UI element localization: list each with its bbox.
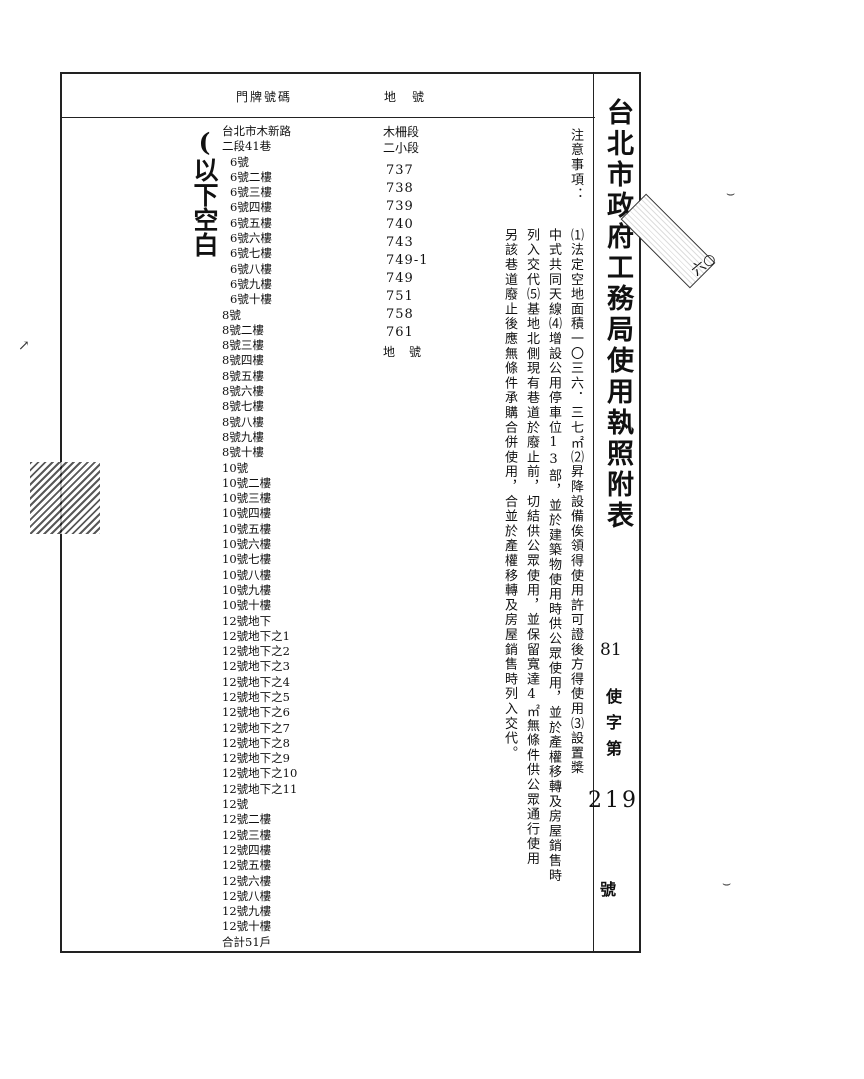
door-number-item: 6號六樓 bbox=[230, 231, 272, 246]
permit-number: 219 bbox=[588, 788, 639, 813]
door-number-item: 8號七樓 bbox=[222, 399, 264, 414]
door-number-item: 12號地下之8 bbox=[222, 735, 290, 750]
door-number-item: 8號四樓 bbox=[222, 353, 264, 368]
door-number-item: 12號地下之3 bbox=[222, 659, 290, 674]
door-number-item: 12號六樓 bbox=[222, 873, 272, 888]
land-number-item: 758 bbox=[386, 307, 414, 322]
door-number-item: 12號十樓 bbox=[222, 919, 272, 934]
door-number-item: 8號五樓 bbox=[222, 368, 264, 383]
land-section-name: 木柵段 bbox=[383, 125, 420, 139]
land-number-item: 737 bbox=[386, 163, 414, 178]
door-number-item: 10號二樓 bbox=[222, 475, 272, 490]
door-number-item: 10號八樓 bbox=[222, 567, 272, 582]
land-number-item: 761 bbox=[386, 325, 414, 340]
door-number-item: 6號七樓 bbox=[230, 246, 272, 261]
door-number-item: 6號四樓 bbox=[230, 200, 272, 215]
door-number-item: 合計51戶 bbox=[222, 934, 272, 949]
land-number-footer: 地號 bbox=[383, 345, 436, 359]
door-number-item: 12號五樓 bbox=[222, 858, 272, 873]
door-number-item: 10號三樓 bbox=[222, 491, 272, 506]
door-number-header: 門牌號碼 bbox=[236, 90, 293, 104]
door-number-item: 12號地下 bbox=[222, 613, 272, 628]
scan-curve-mark: ⌣ bbox=[722, 876, 732, 892]
permit-year: 81 bbox=[600, 640, 622, 660]
notes-block: 注意事項： ⑴法定空地面積一〇三六．三七㎡⑵昇降設備俟領得使用許可證後方得使用⑶… bbox=[500, 128, 590, 943]
door-number-item: 10號九樓 bbox=[222, 582, 272, 597]
door-number-item: 12號地下之11 bbox=[222, 781, 298, 796]
door-number-item: 10號六樓 bbox=[222, 537, 272, 552]
land-section: 木柵段 二小段 bbox=[383, 124, 419, 156]
permit-suffix: 號 bbox=[600, 880, 617, 899]
door-number-item: 6號五樓 bbox=[230, 215, 272, 230]
header-divider bbox=[60, 117, 595, 118]
door-number-item: 12號地下之10 bbox=[222, 766, 298, 781]
land-number-header: 地 號 bbox=[384, 90, 427, 104]
blank-below-note: (以下空白 bbox=[190, 128, 219, 257]
land-number-item: 738 bbox=[386, 181, 414, 196]
door-number-item: 8號八樓 bbox=[222, 414, 264, 429]
door-number-item: 6號三樓 bbox=[230, 185, 272, 200]
door-number-item: 12號地下之6 bbox=[222, 705, 290, 720]
door-number-item: 台北市木新路 bbox=[222, 124, 291, 138]
door-number-item: 10號 bbox=[222, 460, 249, 475]
door-number-item: 8號十樓 bbox=[222, 445, 264, 460]
door-number-item: 10號十樓 bbox=[222, 598, 272, 613]
scan-tick-mark: ↗ bbox=[18, 338, 30, 354]
notes-line-2: 中式共同天線⑷增設公用停車位13部，並於建築物使用時供公眾使用，並於產權移轉及房… bbox=[546, 228, 561, 884]
door-number-item: 6號二樓 bbox=[230, 169, 272, 184]
door-number-item: 12號三樓 bbox=[222, 827, 272, 842]
door-number-item: 12號地下之9 bbox=[222, 751, 290, 766]
land-number-item: 749 bbox=[386, 271, 414, 286]
door-number-item: 12號地下之7 bbox=[222, 720, 290, 735]
door-number-item: 8號二樓 bbox=[222, 322, 264, 337]
door-number-item: 6號九樓 bbox=[230, 276, 272, 291]
door-number-item: 6號 bbox=[230, 154, 249, 169]
notes-line-4: 另該巷道廢止後應無條件承購合併使用，合並於產權移轉及房屋銷售時列入交代。 bbox=[502, 228, 517, 761]
land-number-item: 749-1 bbox=[386, 253, 429, 268]
door-number-item: 12號地下之2 bbox=[222, 644, 290, 659]
scan-edge-mark bbox=[30, 462, 100, 534]
door-number-item: 12號四樓 bbox=[222, 842, 272, 857]
notes-heading: 注意事項： bbox=[568, 128, 583, 202]
notes-line-3: 列入交代⑸基地北側現有巷道於廢止前，切結供公眾使用，並保留寬達4㎡無條件供公眾通… bbox=[524, 228, 539, 867]
notes-line-1: ⑴法定空地面積一〇三六．三七㎡⑵昇降設備俟領得使用許可證後方得使用⑶設置槳 bbox=[568, 228, 583, 776]
door-number-item: 12號八樓 bbox=[222, 888, 272, 903]
land-number-list: 737 738 739 740 743 749-1 749 751 758 761 bbox=[386, 162, 428, 342]
document-title: 台北市政府工務局使用執照附表 bbox=[602, 98, 633, 532]
land-number-item: 743 bbox=[386, 235, 414, 250]
door-number-item: 12號地下之5 bbox=[222, 689, 290, 704]
door-number-item: 8號 bbox=[222, 307, 241, 322]
door-number-item: 12號地下之1 bbox=[222, 628, 290, 643]
door-number-item: 12號九樓 bbox=[222, 904, 272, 919]
land-number-item: 740 bbox=[386, 217, 414, 232]
land-number-item: 739 bbox=[386, 199, 414, 214]
door-number-item: 12號二樓 bbox=[222, 812, 272, 827]
door-number-item: 10號七樓 bbox=[222, 552, 272, 567]
door-number-item: 8號三樓 bbox=[222, 338, 264, 353]
door-number-item: 10號五樓 bbox=[222, 521, 272, 536]
door-number-item: 6號十樓 bbox=[230, 292, 272, 307]
door-number-item: 10號四樓 bbox=[222, 506, 272, 521]
title-column-divider bbox=[593, 72, 594, 953]
door-number-item: 6號八樓 bbox=[230, 261, 272, 276]
door-number-item: 8號六樓 bbox=[222, 384, 264, 399]
door-number-item: 12號地下之4 bbox=[222, 674, 290, 689]
land-subsection-name: 二小段 bbox=[383, 141, 420, 155]
door-number-item: 二段41巷 bbox=[222, 139, 272, 154]
door-number-item: 8號九樓 bbox=[222, 429, 264, 444]
door-number-item: 12號 bbox=[222, 797, 249, 812]
scan-curve-mark: ⌣ bbox=[726, 186, 736, 202]
permit-word: 使字第 bbox=[603, 688, 622, 766]
land-number-item: 751 bbox=[386, 289, 414, 304]
